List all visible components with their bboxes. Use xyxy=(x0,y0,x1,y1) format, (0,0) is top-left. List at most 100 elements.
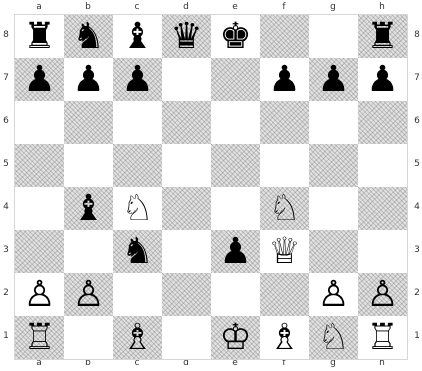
square-h2[interactable]: ♙ xyxy=(358,273,407,316)
square-c3[interactable]: ♞ xyxy=(113,230,162,273)
square-a4[interactable] xyxy=(15,187,64,230)
square-b8[interactable]: ♞ xyxy=(64,15,113,58)
square-b7[interactable]: ♟ xyxy=(64,58,113,101)
square-e7[interactable] xyxy=(211,58,260,101)
white-knight-icon[interactable]: ♘ xyxy=(121,187,153,230)
black-rook-icon[interactable]: ♜ xyxy=(366,15,398,58)
square-a8[interactable]: ♜ xyxy=(15,15,64,58)
rank-label-right-8: 8 xyxy=(412,14,422,57)
square-d7[interactable] xyxy=(162,58,211,101)
square-c4[interactable]: ♘ xyxy=(113,187,162,230)
rank-label-right-4: 4 xyxy=(412,186,422,229)
black-bishop-icon[interactable]: ♝ xyxy=(121,15,153,58)
square-f2[interactable] xyxy=(260,273,309,316)
square-g5[interactable] xyxy=(309,144,358,187)
black-pawn-icon[interactable]: ♟ xyxy=(23,58,55,101)
square-e1[interactable]: ♔ xyxy=(211,316,260,359)
white-bishop-icon[interactable]: ♗ xyxy=(268,316,300,359)
square-f1[interactable]: ♗ xyxy=(260,316,309,359)
square-b6[interactable] xyxy=(64,101,113,144)
square-g2[interactable]: ♙ xyxy=(309,273,358,316)
square-h5[interactable] xyxy=(358,144,407,187)
square-e5[interactable] xyxy=(211,144,260,187)
square-a6[interactable] xyxy=(15,101,64,144)
white-pawn-icon[interactable]: ♙ xyxy=(23,273,55,316)
square-b1[interactable] xyxy=(64,316,113,359)
square-a1[interactable]: ♖ xyxy=(15,316,64,359)
black-queen-icon[interactable]: ♛ xyxy=(170,15,202,58)
square-g6[interactable] xyxy=(309,101,358,144)
black-knight-icon[interactable]: ♞ xyxy=(121,230,153,273)
rank-label-left-3: 3 xyxy=(1,229,11,272)
square-b3[interactable] xyxy=(64,230,113,273)
rank-label-left-8: 8 xyxy=(1,14,11,57)
square-a3[interactable] xyxy=(15,230,64,273)
square-c1[interactable]: ♗ xyxy=(113,316,162,359)
square-d6[interactable] xyxy=(162,101,211,144)
square-f7[interactable]: ♟ xyxy=(260,58,309,101)
black-pawn-icon[interactable]: ♟ xyxy=(268,58,300,101)
square-e3[interactable]: ♟ xyxy=(211,230,260,273)
square-c7[interactable]: ♟ xyxy=(113,58,162,101)
white-bishop-icon[interactable]: ♗ xyxy=(121,316,153,359)
black-rook-icon[interactable]: ♜ xyxy=(23,15,55,58)
white-pawn-icon[interactable]: ♙ xyxy=(366,273,398,316)
black-pawn-icon[interactable]: ♟ xyxy=(121,58,153,101)
square-d5[interactable] xyxy=(162,144,211,187)
rank-label-left-2: 2 xyxy=(1,272,11,315)
white-king-icon[interactable]: ♔ xyxy=(219,316,251,359)
square-d2[interactable] xyxy=(162,273,211,316)
square-h6[interactable] xyxy=(358,101,407,144)
square-a5[interactable] xyxy=(15,144,64,187)
square-h8[interactable]: ♜ xyxy=(358,15,407,58)
square-g7[interactable]: ♟ xyxy=(309,58,358,101)
square-e4[interactable] xyxy=(211,187,260,230)
square-c2[interactable] xyxy=(113,273,162,316)
square-g4[interactable] xyxy=(309,187,358,230)
square-c8[interactable]: ♝ xyxy=(113,15,162,58)
square-g8[interactable] xyxy=(309,15,358,58)
square-f5[interactable] xyxy=(260,144,309,187)
square-d8[interactable]: ♛ xyxy=(162,15,211,58)
white-pawn-icon[interactable]: ♙ xyxy=(72,273,104,316)
square-a2[interactable]: ♙ xyxy=(15,273,64,316)
square-f4[interactable]: ♘ xyxy=(260,187,309,230)
black-knight-icon[interactable]: ♞ xyxy=(72,15,104,58)
black-pawn-icon[interactable]: ♟ xyxy=(366,58,398,101)
square-b2[interactable]: ♙ xyxy=(64,273,113,316)
black-king-icon[interactable]: ♚ xyxy=(219,15,251,58)
square-h4[interactable] xyxy=(358,187,407,230)
black-bishop-icon[interactable]: ♝ xyxy=(72,187,104,230)
square-h1[interactable]: ♖ xyxy=(358,316,407,359)
square-a7[interactable]: ♟ xyxy=(15,58,64,101)
square-c6[interactable] xyxy=(113,101,162,144)
square-f3[interactable]: ♕ xyxy=(260,230,309,273)
square-b5[interactable] xyxy=(64,144,113,187)
square-h7[interactable]: ♟ xyxy=(358,58,407,101)
black-pawn-icon[interactable]: ♟ xyxy=(317,58,349,101)
square-g3[interactable] xyxy=(309,230,358,273)
file-label-top-c: c xyxy=(111,2,163,12)
square-d1[interactable] xyxy=(162,316,211,359)
white-rook-icon[interactable]: ♖ xyxy=(366,316,398,359)
rank-label-right-5: 5 xyxy=(412,143,422,186)
white-knight-icon[interactable]: ♘ xyxy=(317,316,349,359)
square-f8[interactable] xyxy=(260,15,309,58)
square-d3[interactable] xyxy=(162,230,211,273)
square-c5[interactable] xyxy=(113,144,162,187)
square-e2[interactable] xyxy=(211,273,260,316)
white-queen-icon[interactable]: ♕ xyxy=(268,230,300,273)
square-g1[interactable]: ♘ xyxy=(309,316,358,359)
black-pawn-icon[interactable]: ♟ xyxy=(72,58,104,101)
black-pawn-icon[interactable]: ♟ xyxy=(219,230,251,273)
white-pawn-icon[interactable]: ♙ xyxy=(317,273,349,316)
square-d4[interactable] xyxy=(162,187,211,230)
file-label-top-f: f xyxy=(258,2,310,12)
white-rook-icon[interactable]: ♖ xyxy=(23,316,55,359)
square-e8[interactable]: ♚ xyxy=(211,15,260,58)
square-h3[interactable] xyxy=(358,230,407,273)
square-b4[interactable]: ♝ xyxy=(64,187,113,230)
white-knight-icon[interactable]: ♘ xyxy=(268,187,300,230)
square-e6[interactable] xyxy=(211,101,260,144)
square-f6[interactable] xyxy=(260,101,309,144)
